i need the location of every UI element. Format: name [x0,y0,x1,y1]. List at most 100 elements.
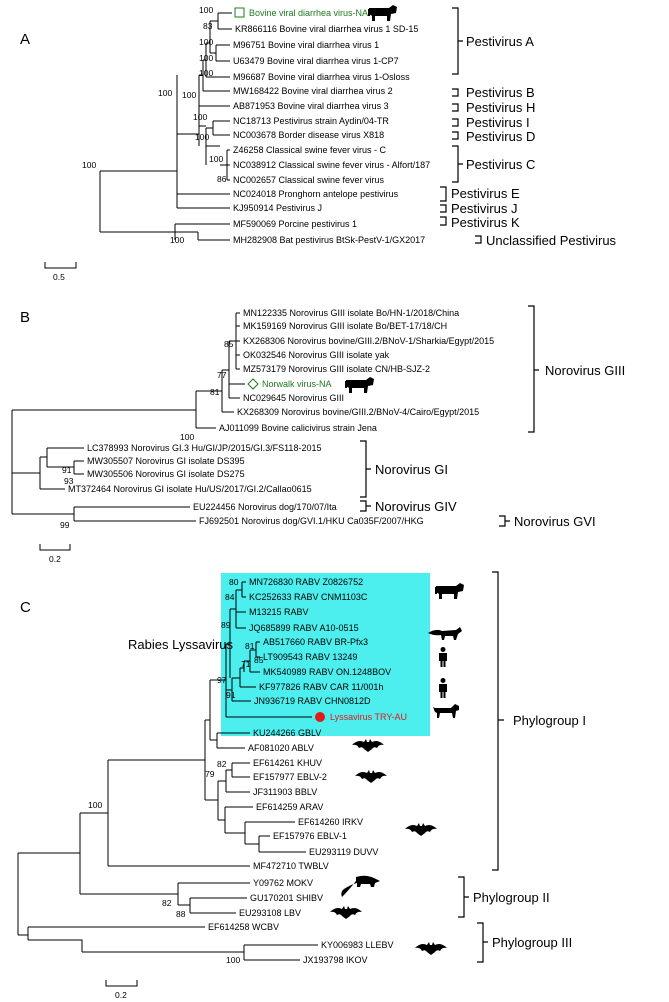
leaf: M96751 Bovine viral diarrhea virus 1 [233,40,379,50]
bat-icon [415,942,447,955]
leaf: KY006983 LLEBV [321,940,394,950]
panel-c-tree [17,581,318,961]
panel-c-group-labels: Phylogroup I Phylogroup II Phylogroup II… [473,713,586,950]
fox-icon [428,627,462,640]
panel-c-bootstrap: 80 84 89 81 85 71 97 91 82 79 100 82 88 … [88,577,264,965]
panel-b-scale-bar: 0.2 [39,544,71,564]
group-label: Pestivirus A [466,34,534,49]
panel-c-letter: C [20,599,31,616]
leaf: JX193798 IKOV [303,955,368,965]
leaf: Y09762 MOKV [253,878,313,888]
scale-label: 0.2 [115,990,127,1000]
leaf: JF311903 BBLV [253,787,317,797]
bootstrap-value: 100 [199,37,213,47]
leaf: EF157976 EBLV-1 [273,831,347,841]
panel-a-letter: A [20,31,30,48]
leaf: KX268309 Norovirus bovine/GIII.2/BNoV-4/… [237,407,479,417]
leaf: OK032546 Norovirus GIII isolate yak [243,350,390,360]
panel-a-leaf-labels: Bovine viral diarrhea virus-NA KR866116 … [233,7,430,245]
group-label: Norovirus GIV [375,499,457,514]
bootstrap-value: 97 [217,675,227,685]
leaf: EU293119 DUVV [309,847,378,857]
panel-b-letter: B [20,309,30,326]
panel-a-braces [440,7,482,244]
panel-b-leaf-labels: MN122335 Norovirus GIII isolate Bo/HN-1/… [68,308,494,526]
leaf: MK159169 Norovirus GIII isolate Bo/BET-1… [243,321,447,331]
group-label: Norovirus GI [375,462,448,477]
leaf: EF157977 EBLV-2 [253,772,327,782]
group-label: Pestivirus H [466,100,535,115]
panel-b-group-labels: Norovirus GIII Norovirus GI Norovirus GI… [375,363,625,529]
bootstrap-value: 100 [180,432,194,442]
leaf: MW305507 Norovirus GI isolate DS395 [87,456,245,466]
bootstrap-value: 81 [245,641,255,651]
group-label: Norovirus GIII [545,363,625,378]
bootstrap-value: 93 [64,476,74,486]
bootstrap-value: 91 [226,690,236,700]
leaf: MF472710 TWBLV [253,861,329,871]
bootstrap-value: 100 [195,132,209,142]
panel-a-scale-bar: 0.5 [44,262,77,282]
bootstrap-value: 100 [182,90,196,100]
bootstrap-value: 100 [209,154,223,164]
leaf-query-norwalk: Norwalk virus-NA [262,379,332,389]
leaf: AF081020 ABLV [248,743,314,753]
leaf: MK540989 RABV ON.1248BOV [263,667,391,677]
bootstrap-value: 100 [226,955,240,965]
cow-icon [368,5,397,21]
leaf: MW168422 Bovine viral diarrhea virus 2 [233,86,393,96]
leaf: FJ692501 Norovirus dog/GVI.1/HKU Ca035F/… [199,516,424,526]
panel-c-scale-bar: 0.2 [105,980,138,1000]
panel-c-braces [458,571,504,963]
leaf: NC024018 Pronghorn antelope pestivirus [233,189,399,199]
leaf: JN936719 RABV CHN0812D [254,696,371,706]
group-label: Pestivirus C [466,157,535,172]
leaf: MT372464 Norovirus GI isolate Hu/US/2017… [68,484,312,494]
group-label: Norovirus GVI [514,514,596,529]
human-icon [439,647,447,667]
leaf: MF590069 Porcine pestivirus 1 [233,219,357,229]
leaf: EU293108 LBV [239,908,301,918]
leaf: MN726830 RABV Z0826752 [249,577,363,587]
group-label: Unclassified Pestivirus [486,233,617,248]
leaf: NC029645 Norovirus GIII [243,393,344,403]
leaf: AB871953 Bovine viral diarrhea virus 3 [233,101,389,111]
bootstrap-value: 100 [199,5,213,15]
bootstrap-value: 91 [62,465,72,475]
leaf: EU224456 Norovirus dog/170/07/Ita [193,502,337,512]
group-label: Pestivirus E [451,186,520,201]
leaf: JQ685899 RABV A10-0515 [249,623,359,633]
leaf: NC003678 Border disease virus X818 [233,130,384,140]
bootstrap-value: 83 [203,21,213,31]
bootstrap-value: 88 [176,909,186,919]
leaf: KF977826 RABV CAR 11/001h [259,682,383,692]
bootstrap-value: 100 [158,88,172,98]
group-label: Pestivirus K [451,215,520,230]
leaf: LT909543 RABV 13249 [263,652,357,662]
leaf: M13215 RABV [249,607,309,617]
leaf: EF614258 WCBV [208,922,279,932]
bootstrap-value: 85 [224,339,234,349]
leaf: KX268306 Norovirus bovine/GIII.2/BNoV-1/… [243,336,494,346]
bat-icon [352,739,384,752]
leaf: AJ011099 Bovine calicivirus strain Jena [219,423,377,433]
bootstrap-value: 79 [205,769,215,779]
leaf: NC002657 Classical swine fever virus [233,175,385,185]
leaf-query-lyssavirus: Lyssavirus TRY-AU [330,712,407,722]
bootstrap-value: 82 [162,898,172,908]
leaf: EF614260 IRKV [298,817,363,827]
bootstrap-value: 85 [254,655,264,665]
leaf: AB517660 RABV BR-Pfx3 [263,637,368,647]
group-label: Phylogroup III [492,935,572,950]
leaf: MZ573179 Norovirus GIII isolate CN/HB-SJ… [243,364,430,374]
leaf: EF614259 ARAV [256,802,323,812]
leaf: KU244266 GBLV [253,728,321,738]
bat-icon [405,823,437,836]
group-label: Pestivirus D [466,129,535,144]
bootstrap-value: 86 [217,174,227,184]
scale-label: 0.2 [49,554,61,564]
bootstrap-value: 77 [217,370,227,380]
query-dot-marker [315,712,325,722]
panel-a-bootstrap: 100 83 100 100 100 100 100 100 100 100 8… [82,5,227,245]
bootstrap-value: 100 [193,112,207,122]
